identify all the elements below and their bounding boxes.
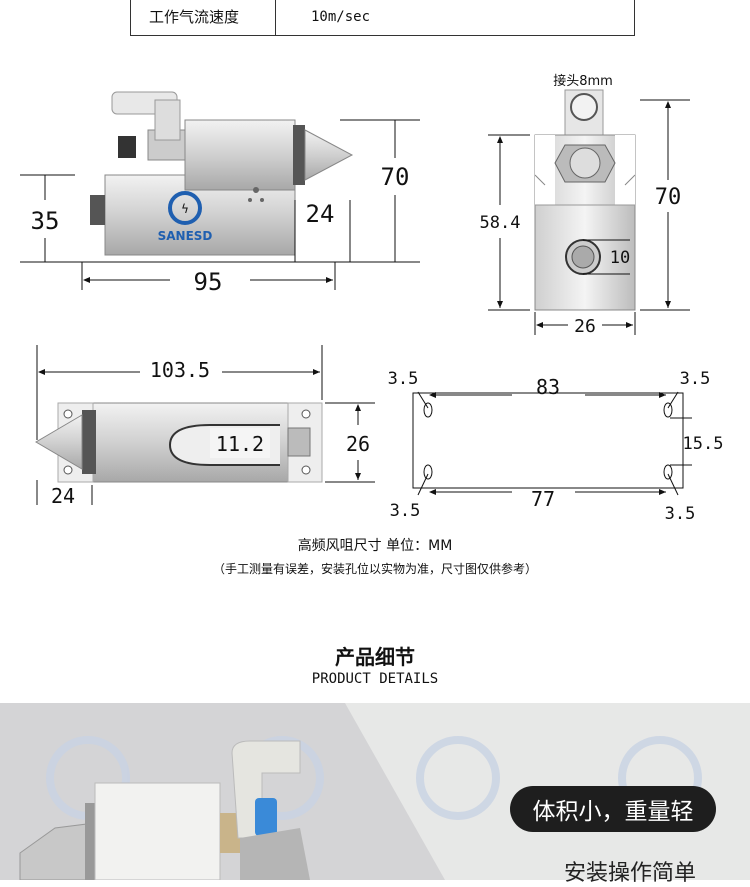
measurement-note: （手工测量有误差，安装孔位以实物为准，尺寸图仅供参考） [212,562,537,576]
dim-35: 35 [31,207,60,235]
plate-view: 3.5 83 3.5 15.5 77 3.5 3.5 [388,369,724,524]
top-view: 11.2 103.5 26 24 [35,345,375,508]
logo-icon [168,191,202,225]
feature-subtitle: 安装操作简单 [563,861,696,886]
side-view: 接头8mm 10 70 58.4 26 [480,73,690,337]
dim-77: 77 [531,487,555,511]
dim-26-side: 26 [574,316,596,337]
front-view: ϟ SANESD 35 70 24 95 [20,91,420,296]
feature-badge: 体积小，重量轻 [510,786,716,832]
connector-label: 接头8mm [553,73,613,89]
dim-58-4: 58.4 [480,213,521,233]
dim-95: 95 [194,268,223,296]
dim-15-5: 15.5 [683,434,724,454]
dim-70: 70 [381,163,410,191]
spec-value: 10m/sec [311,8,371,25]
dim-83: 83 [536,375,560,399]
blue-knob [255,798,277,836]
product-photo [0,703,750,880]
spec-table-row: 工作气流速度 10m/sec [130,0,635,36]
dim-11-2: 11.2 [216,432,264,456]
dim-3-5-br: 3.5 [665,504,696,524]
svg-text:ϟ: ϟ [181,202,188,216]
section-title: 产品细节 [335,645,415,669]
units-caption: 高频风咀尺寸 单位：MM [297,538,453,554]
dim-24: 24 [306,200,335,228]
dim-24-top: 24 [51,484,75,508]
dim-3-5-bl: 3.5 [390,501,421,521]
dim-3-5-tl: 3.5 [388,369,419,389]
dim-10: 10 [610,248,630,268]
dimension-drawings: ϟ SANESD 35 70 24 95 接头8mm 10 70 [20,73,724,524]
section-subtitle: PRODUCT DETAILS [311,671,439,687]
dim-103-5: 103.5 [150,358,210,382]
spec-label: 工作气流速度 [131,0,276,35]
dim-3-5-tr: 3.5 [680,369,711,389]
brand-logo-text: SANESD [158,229,213,243]
dim-26-top: 26 [346,432,370,456]
dim-70-side: 70 [655,185,682,210]
